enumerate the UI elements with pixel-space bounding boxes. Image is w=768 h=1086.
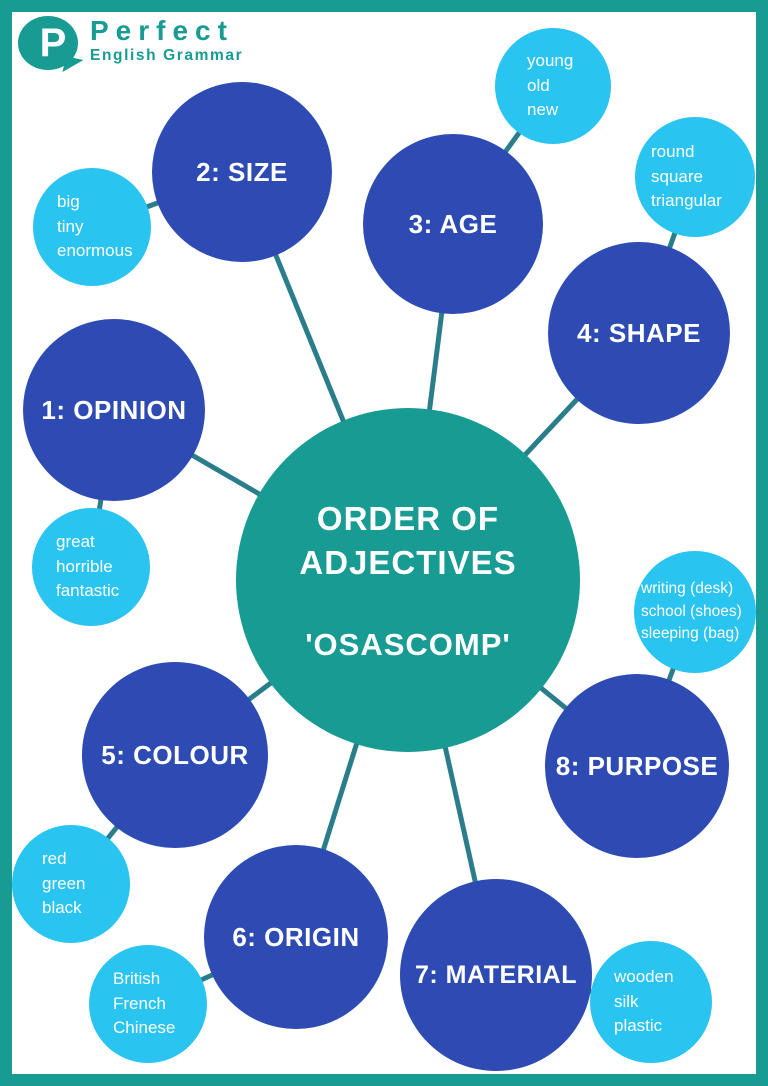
example-word: enormous — [57, 241, 133, 261]
example-word: writing (desk) — [641, 580, 734, 598]
category-label-colour: 5: COLOUR — [101, 739, 249, 770]
category-circle-size: 2: SIZE — [152, 82, 332, 262]
example-word: French — [113, 993, 166, 1013]
category-label-shape: 4: SHAPE — [577, 317, 701, 348]
center-title-line2: ADJECTIVES — [299, 544, 517, 581]
example-word: green — [42, 873, 86, 893]
center-mnemonic: 'OSASCOMP' — [305, 626, 511, 662]
example-word: triangular — [651, 191, 722, 211]
examples-circle-shape: round square triangular — [635, 117, 755, 237]
example-word: young — [527, 51, 574, 71]
category-circle-age: 3: AGE — [363, 134, 543, 314]
category-label-material: 7: MATERIAL — [415, 960, 577, 989]
brand-subtitle: English Grammar — [90, 47, 244, 65]
center-title-line1: ORDER OF — [316, 500, 500, 538]
example-word: black — [42, 898, 82, 918]
example-word: old — [527, 75, 550, 95]
example-word: round — [651, 142, 695, 162]
example-word: plastic — [614, 1016, 663, 1036]
examples-circle-material: wooden silk plastic — [590, 941, 712, 1063]
center-topic-circle: ORDER OF ADJECTIVES 'OSASCOMP' — [236, 408, 580, 752]
examples-circle-opinion: great horrible fantastic — [32, 508, 150, 626]
example-word: silk — [614, 991, 639, 1011]
logo-letter: P — [39, 21, 67, 65]
example-word: fantastic — [56, 581, 120, 601]
brand-name: Perfect — [90, 15, 234, 46]
category-circle-purpose: 8: PURPOSE — [545, 674, 729, 858]
example-word: great — [56, 532, 95, 552]
examples-circle-colour: red green black — [12, 825, 130, 943]
example-word: new — [527, 100, 559, 120]
examples-circle-size: big tiny enormous — [33, 168, 151, 286]
category-label-size: 2: SIZE — [196, 156, 288, 187]
category-circle-origin: 6: ORIGIN — [204, 845, 388, 1029]
example-word: tiny — [57, 216, 84, 236]
category-circle-colour: 5: COLOUR — [82, 662, 268, 848]
logo: P Perfect English Grammar — [18, 15, 244, 76]
example-word: horrible — [56, 556, 113, 576]
example-word: square — [651, 166, 703, 186]
example-word: sleeping (bag) — [641, 625, 740, 643]
example-word: Chinese — [113, 1018, 176, 1038]
example-word: wooden — [614, 967, 674, 987]
examples-circle-age: young old new — [495, 28, 611, 144]
speech-bubble-icon: P — [18, 16, 84, 76]
category-label-origin: 6: ORIGIN — [232, 921, 360, 952]
category-circle-shape: 4: SHAPE — [548, 242, 730, 424]
category-circle-material: 7: MATERIAL — [400, 879, 592, 1071]
example-word: red — [42, 849, 67, 869]
category-label-age: 3: AGE — [408, 208, 498, 239]
category-circle-opinion: 1: OPINION — [23, 319, 205, 501]
examples-circle-purpose: writing (desk) school (shoes) sleeping (… — [634, 551, 756, 673]
category-label-purpose: 8: PURPOSE — [555, 750, 719, 781]
examples-circle-origin: British French Chinese — [89, 945, 207, 1063]
category-label-opinion: 1: OPINION — [41, 394, 187, 425]
example-word: school (shoes) — [641, 602, 742, 620]
speech-bubble-tail — [62, 56, 84, 76]
example-word: big — [57, 192, 80, 212]
example-word: British — [113, 969, 161, 989]
